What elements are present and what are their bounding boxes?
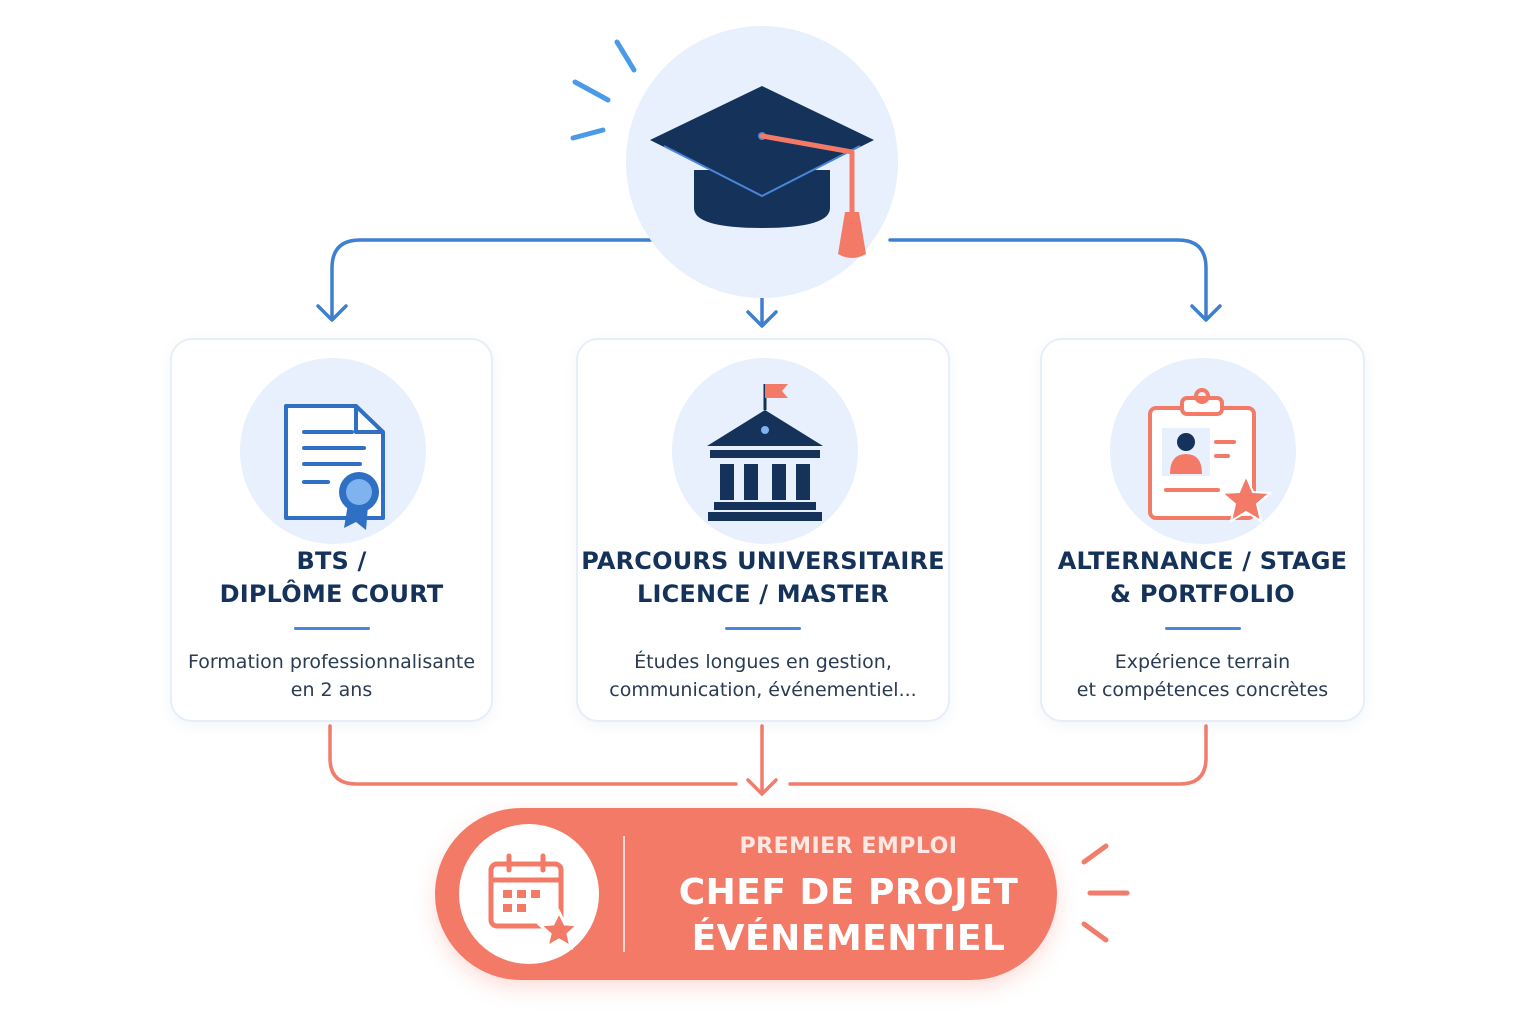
arrowhead-alternance <box>1190 304 1222 322</box>
divider <box>1164 627 1241 630</box>
title-line-2: & PORTFOLIO <box>1110 580 1295 608</box>
result-title-line-2: ÉVÉNEMENTIEL <box>691 918 1006 959</box>
result-pill: PREMIER EMPLOI CHEF DE PROJET ÉVÉNEMENTI… <box>435 808 1057 980</box>
title-line-2: DIPLÔME COURT <box>219 580 444 608</box>
connector-to-bts <box>330 238 654 318</box>
result-subtitle: PREMIER EMPLOI <box>739 834 958 859</box>
diploma-certificate-icon <box>240 358 426 544</box>
arrowhead-bts <box>316 304 348 322</box>
profile-clipboard-star-icon <box>1110 358 1296 544</box>
title-line-1: PARCOURS UNIVERSITAIRE <box>581 547 945 575</box>
arrowhead-result <box>746 778 778 796</box>
title-line-2: LICENCE / MASTER <box>637 580 889 608</box>
path-card-bts: BTS / DIPLÔME COURT Formation profession… <box>170 338 493 722</box>
title-line-1: BTS / <box>296 547 367 575</box>
connector-from-alternance <box>788 724 1208 786</box>
card-title: ALTERNANCE / STAGE & PORTFOLIO <box>1042 545 1363 611</box>
card-description: Formation professionnalisante en 2 ans <box>172 648 491 704</box>
bottom-connectors <box>328 724 1208 796</box>
sparkle-right <box>1081 843 1130 943</box>
result-title: CHEF DE PROJET ÉVÉNEMENTIEL <box>640 870 1057 962</box>
desc-line-2: en 2 ans <box>290 679 373 701</box>
card-title: PARCOURS UNIVERSITAIRE LICENCE / MASTER <box>578 545 948 611</box>
card-title: BTS / DIPLÔME COURT <box>172 545 491 611</box>
connector-to-alternance <box>888 238 1208 318</box>
divider <box>725 627 801 630</box>
arrowhead-university <box>746 310 778 328</box>
card-description: Études longues en gestion, communication… <box>578 648 948 704</box>
divider <box>293 627 370 630</box>
card-description: Expérience terrain et compétences concrè… <box>1042 648 1363 704</box>
connector-from-bts <box>328 724 738 786</box>
desc-line-1: Expérience terrain <box>1114 651 1291 673</box>
graduation-cap-icon <box>626 26 898 298</box>
desc-line-2: communication, événementiel... <box>609 679 917 701</box>
title-line-1: ALTERNANCE / STAGE <box>1057 547 1348 575</box>
university-building-icon <box>672 358 858 544</box>
sparkle-top-left <box>570 39 637 141</box>
pill-divider <box>623 836 625 952</box>
result-title-line-1: CHEF DE PROJET <box>678 872 1019 913</box>
path-card-alternance: ALTERNANCE / STAGE & PORTFOLIO Expérienc… <box>1040 338 1365 722</box>
path-card-university: PARCOURS UNIVERSITAIRE LICENCE / MASTER … <box>576 338 950 722</box>
calendar-star-icon <box>459 824 599 964</box>
desc-line-1: Études longues en gestion, <box>634 651 892 673</box>
desc-line-1: Formation professionnalisante <box>187 651 476 673</box>
desc-line-2: et compétences concrètes <box>1076 679 1329 701</box>
